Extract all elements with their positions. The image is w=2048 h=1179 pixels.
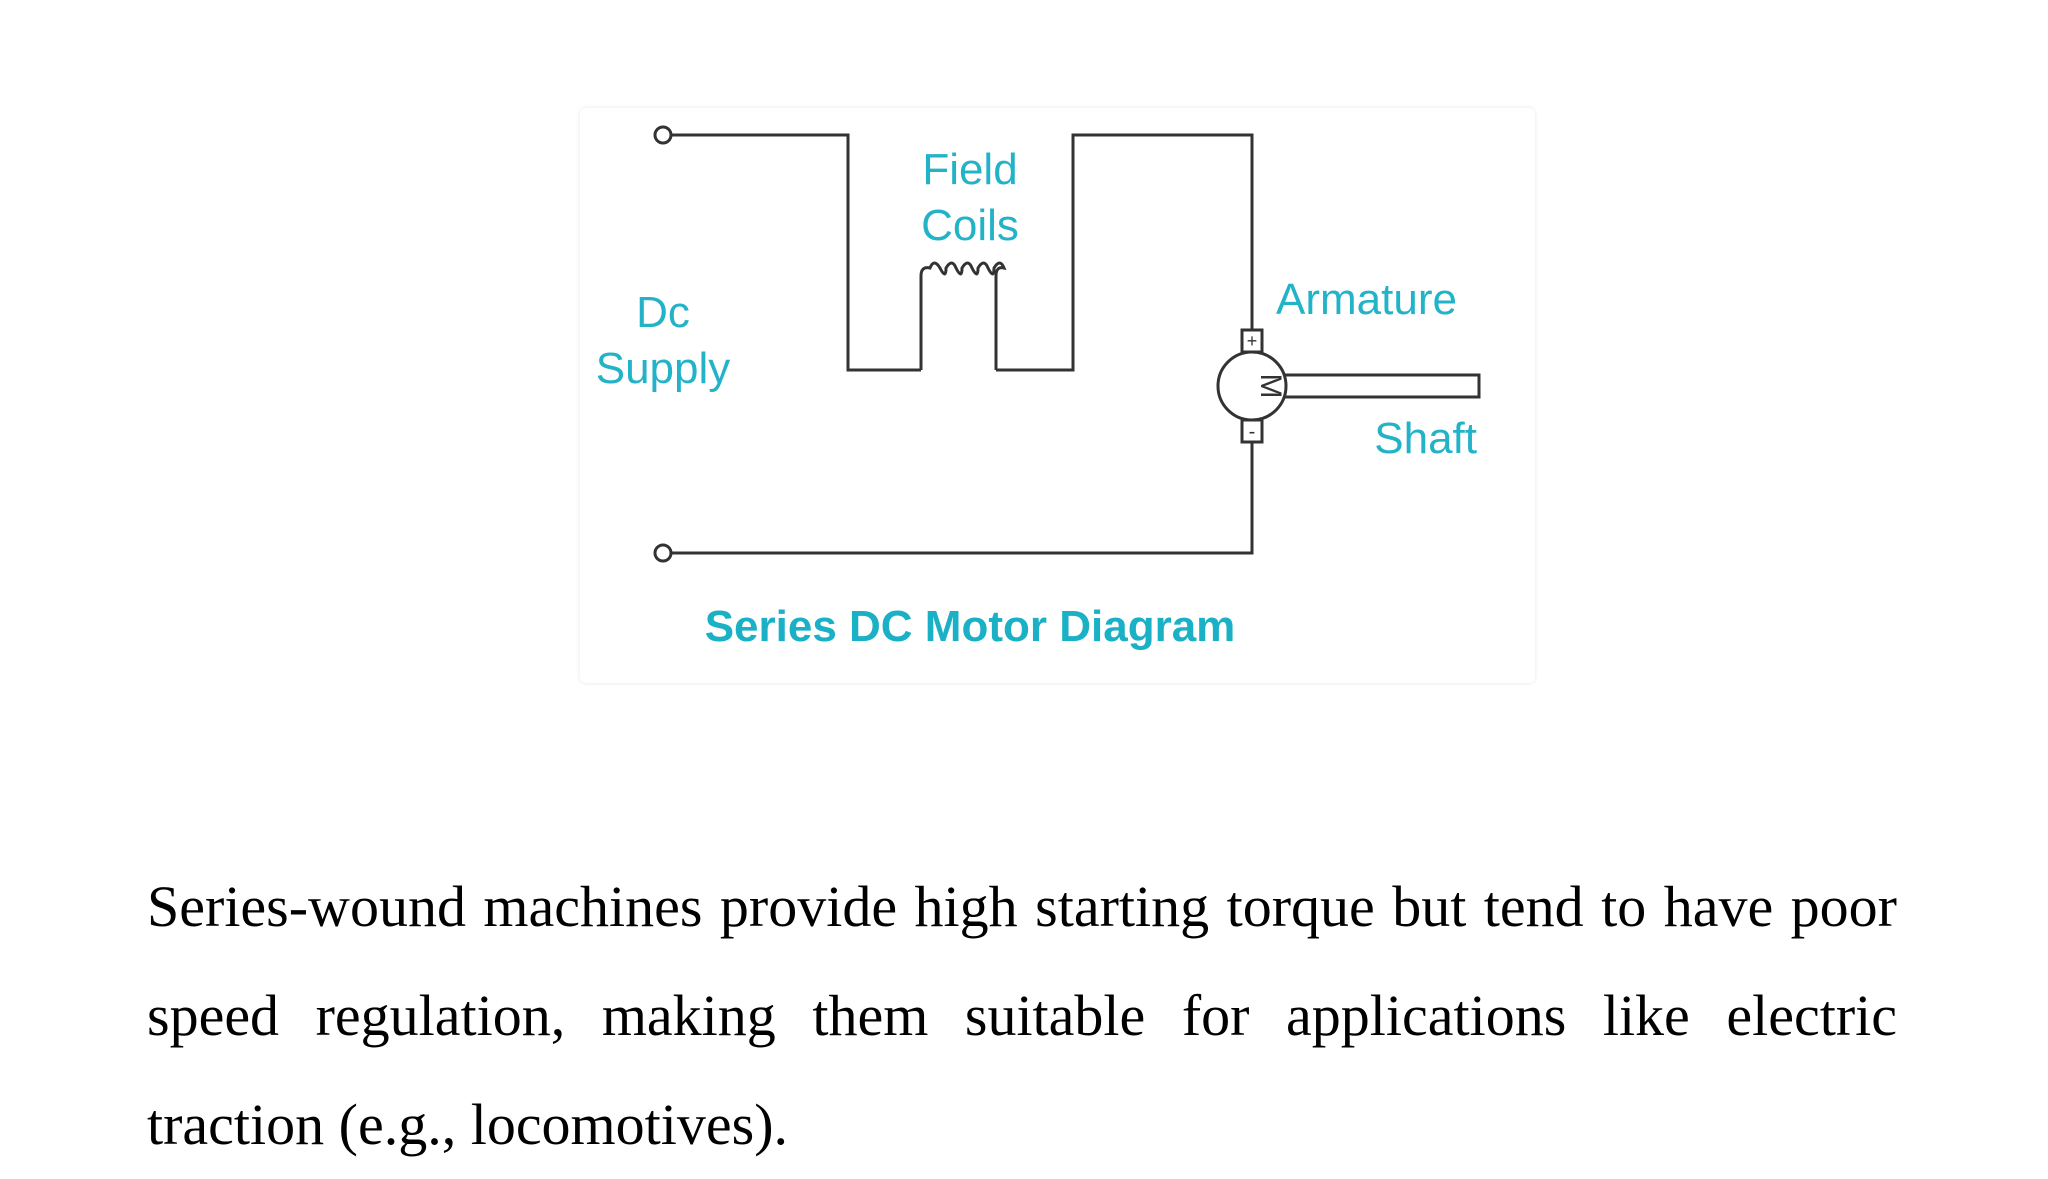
shaft [1273,373,1481,399]
field-coils-label-line1: Field [922,145,1017,194]
plus-sign: + [1247,331,1258,351]
field-coils-label-line2: Coils [921,201,1019,250]
body-paragraph: Series-wound machines provide high start… [147,874,1897,1157]
dc-supply-label-line2: Supply [596,344,731,393]
circuit-figure: + - M Dc Supply Field Coils Armature Sha… [580,108,1535,683]
dc-supply-label-line1: Dc [636,288,690,337]
wire-top [670,133,921,372]
diagram-title: Series DC Motor Diagram [705,602,1236,651]
armature-label: Armature [1276,275,1457,324]
supply-terminal-bottom [653,543,673,563]
motor-icon [1216,350,1288,422]
supply-terminal-top [653,125,673,145]
shaft-label: Shaft [1374,414,1477,463]
series-dc-motor-diagram: + - M Dc Supply Field Coils Armature Sha… [596,125,1481,651]
motor-symbol: M [1254,374,1287,399]
wire-bottom [670,442,1254,555]
minus-sign: - [1249,421,1256,443]
wire-coil-out [996,133,1254,372]
field-coil-icon [919,261,1007,370]
